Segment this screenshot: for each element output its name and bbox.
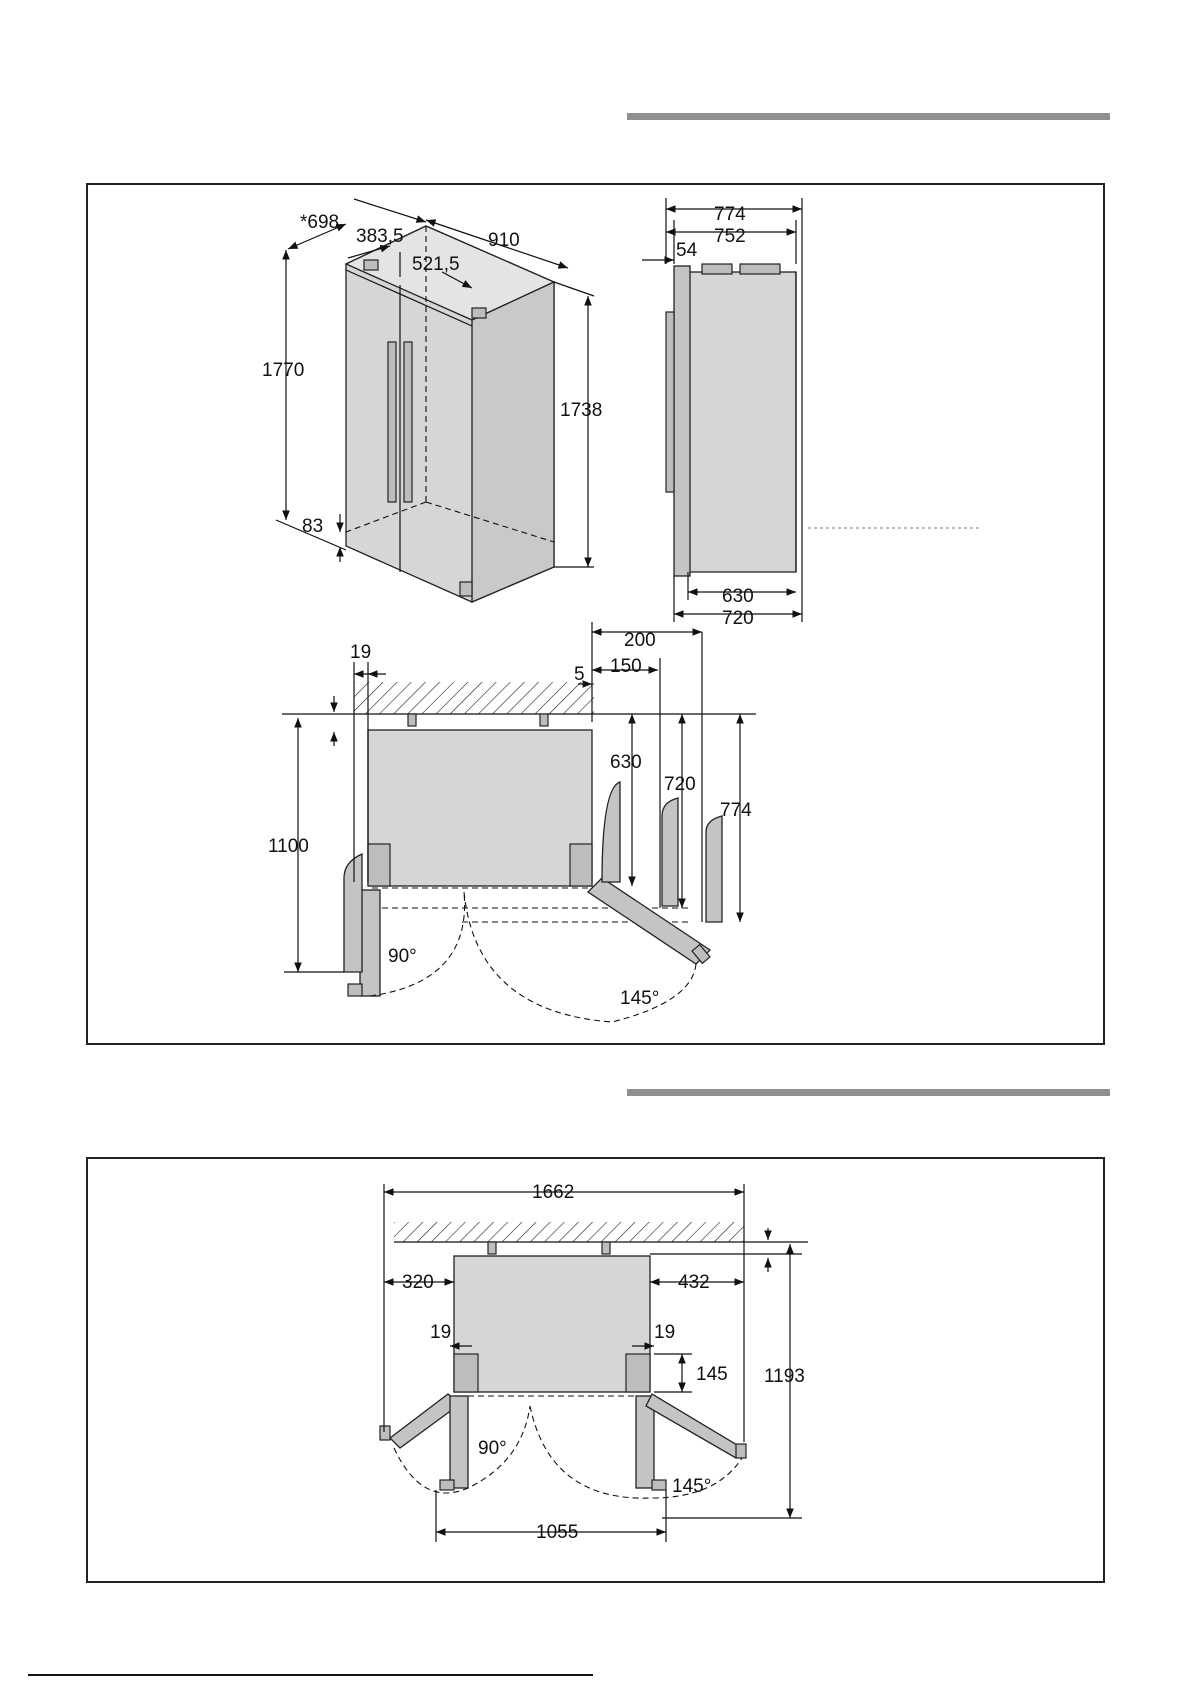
section-rule-bottom [627, 1089, 1110, 1096]
section-rule-top [627, 113, 1110, 120]
plan-1100-label: 1100 [268, 836, 309, 857]
footer-rule [28, 1674, 593, 1676]
plan-200-label: 200 [624, 630, 656, 651]
dim-383-label: 383,5 [356, 226, 404, 247]
clear-90-angle-label: 90° [478, 1438, 507, 1459]
clear-145-angle-label: 145° [672, 1476, 711, 1497]
plan-90-angle-label: 90° [388, 946, 417, 967]
dim-720-label: 720 [722, 608, 754, 629]
clear-145-label: 145 [696, 1364, 728, 1385]
fridge-plan-view: 19 200 150 5 630 720 774 1100 90° 145° [268, 622, 756, 1022]
dim-521-label: 521,5 [412, 254, 460, 275]
clear-19-left-label: 19 [430, 1322, 451, 1343]
plan-150-label: 150 [610, 656, 642, 677]
plan-720-label: 720 [664, 774, 696, 795]
clear-432-label: 432 [678, 1272, 710, 1293]
clearance-dimensions-panel: 1662 320 432 19 19 145 1193 90° 145° 105… [86, 1157, 1105, 1583]
fridge-side-view: 774 752 54 630 720 [642, 198, 982, 629]
plan-774-label: 774 [720, 800, 752, 821]
installed-dimensions-diagram: *698 383,5 521,5 910 1770 1738 83 774 75… [88, 185, 1103, 1043]
dim-83-label: 83 [302, 516, 323, 537]
installed-dimensions-panel: *698 383,5 521,5 910 1770 1738 83 774 75… [86, 183, 1105, 1045]
clear-19-right-label: 19 [654, 1322, 675, 1343]
plan-145-angle-label: 145° [620, 988, 659, 1009]
clearance-plan-view: 1662 320 432 19 19 145 1193 90° 145° 105… [380, 1182, 808, 1543]
fridge-perspective-view: *698 383,5 521,5 910 1770 1738 83 [262, 199, 602, 602]
dim-698-label: *698 [300, 212, 339, 233]
dim-1738-label: 1738 [560, 400, 602, 421]
clearance-dimensions-diagram: 1662 320 432 19 19 145 1193 90° 145° 105… [88, 1159, 1103, 1581]
clear-320-label: 320 [402, 1272, 434, 1293]
dim-54-label: 54 [676, 240, 698, 261]
dim-630-label: 630 [722, 586, 754, 607]
clear-1193-label: 1193 [764, 1366, 805, 1387]
plan-630-label: 630 [610, 752, 642, 773]
dim-1770-label: 1770 [262, 360, 304, 381]
dim-910-label: 910 [488, 230, 520, 251]
clear-1055-label: 1055 [536, 1522, 578, 1543]
dim-774-label: 774 [714, 204, 746, 225]
plan-19-label: 19 [350, 642, 371, 663]
plan-5-label: 5 [574, 664, 585, 685]
dim-752-label: 752 [714, 226, 746, 247]
clear-1662-label: 1662 [532, 1182, 574, 1203]
